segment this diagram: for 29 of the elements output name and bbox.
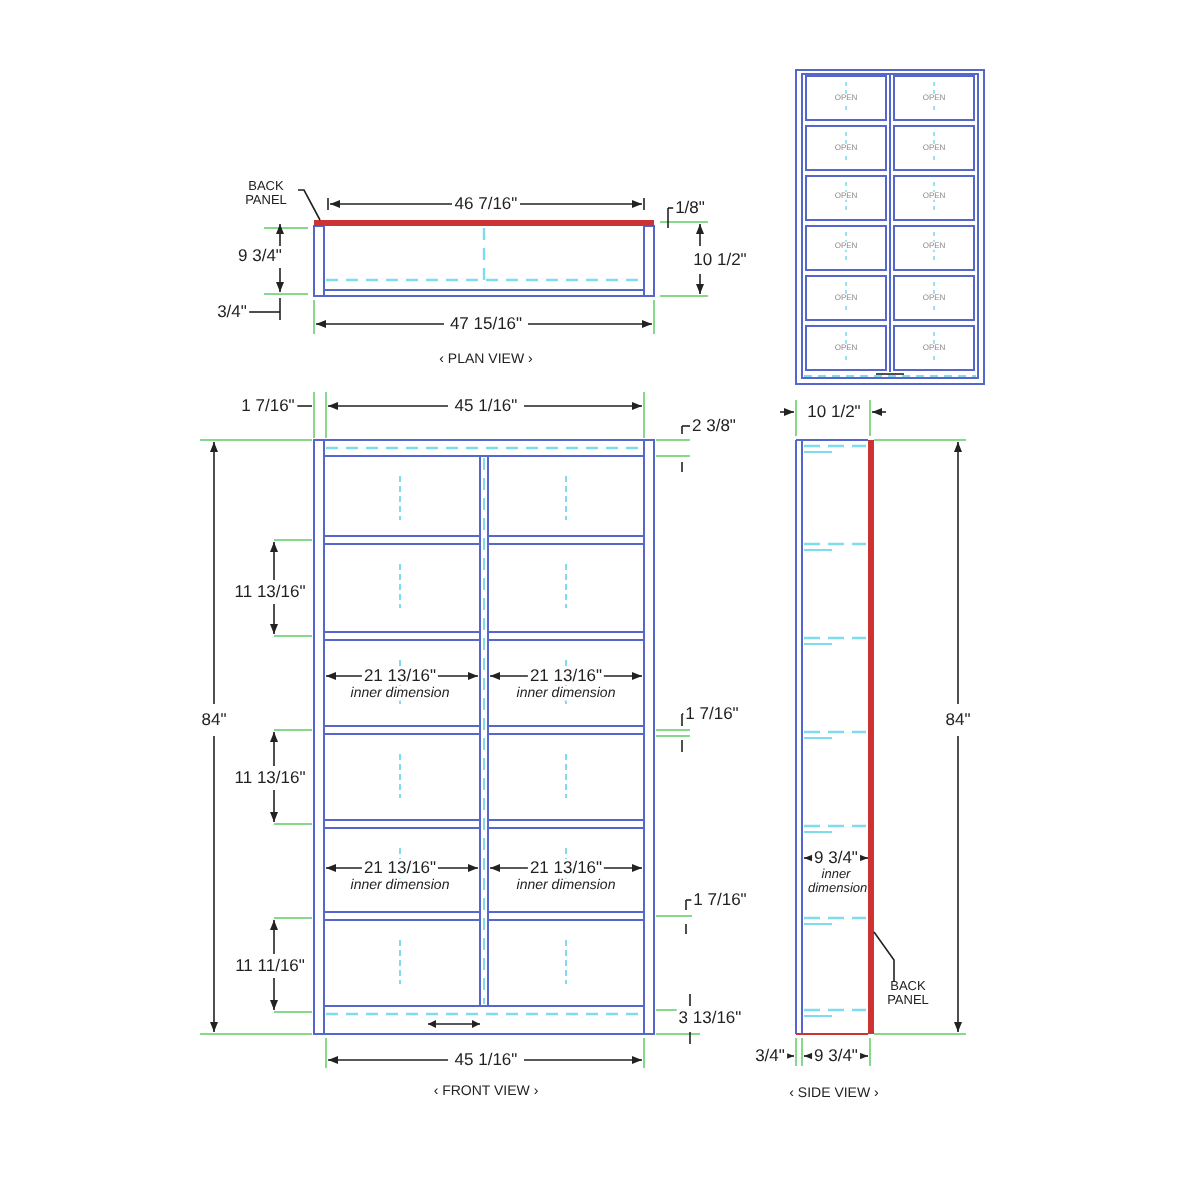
dimension-label: 46 7/16" (452, 195, 520, 213)
dimension-label: 21 13/16" (361, 667, 439, 685)
dimension-label: 3/4" (753, 1047, 787, 1065)
dimension-label: 2 3/8" (690, 417, 738, 435)
dimension-label: 1 7/16" (683, 705, 741, 723)
dimension-label: 1 7/16" (691, 891, 749, 909)
dimension-label: 21 13/16" (527, 667, 605, 685)
leader-line (873, 931, 895, 983)
dimension-label: 9 3/4" (236, 247, 284, 265)
dimension-label: 1/8" (673, 199, 707, 217)
dimension-label: 21 13/16" (361, 859, 439, 877)
dimension-label: 9 3/4" (812, 849, 860, 867)
dimension-label: 1 7/16" (239, 397, 297, 415)
dimension-label: 11 11/16" (233, 957, 307, 975)
dimension-label: 11 13/16" (232, 583, 308, 601)
dimension-label: 45 1/16" (452, 397, 520, 415)
back-panel (868, 440, 874, 1034)
dimension-label: 9 3/4" (812, 1047, 860, 1065)
dimension-label: 21 13/16" (527, 859, 605, 877)
dimension-label: 11 13/16" (232, 769, 308, 787)
dimension-label: 10 1/2" (691, 251, 749, 269)
back-panel (314, 220, 654, 226)
dimension-label: 3/4" (215, 303, 249, 321)
dimension-label: 10 1/2" (805, 403, 863, 421)
dimension-label: 84" (199, 711, 229, 729)
dimension-label: 47 15/16" (447, 315, 525, 333)
dimension-label: 84" (943, 711, 973, 729)
dimension-label: 45 1/16" (452, 1051, 520, 1069)
dimension-label: 3 13/16" (676, 1009, 744, 1027)
